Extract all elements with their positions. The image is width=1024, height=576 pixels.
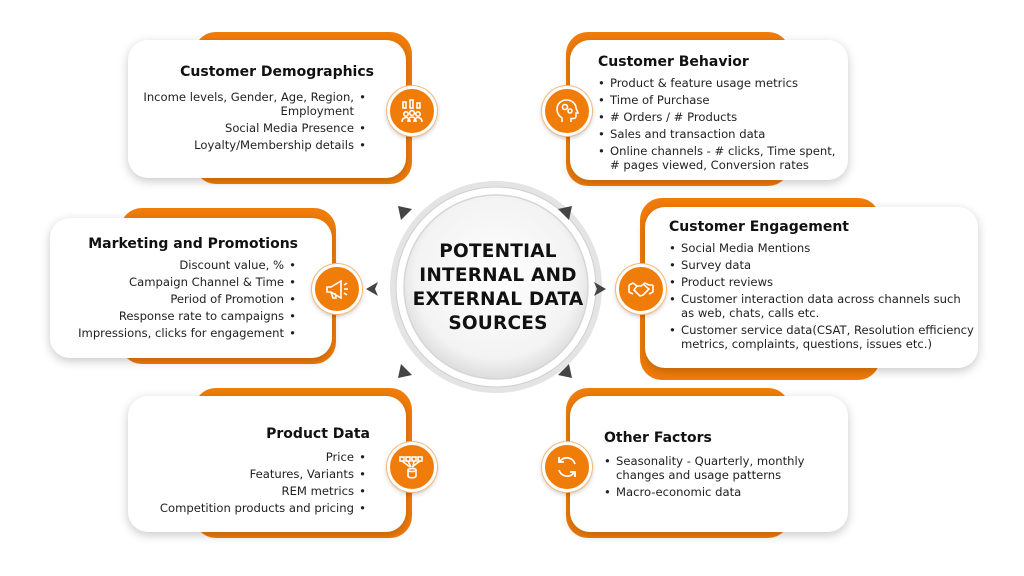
card-title: Product Data bbox=[266, 426, 370, 442]
list-item: Social Media Presence bbox=[142, 121, 366, 135]
card-title: Customer Engagement bbox=[669, 219, 850, 235]
list-item: Response rate to campaigns bbox=[60, 309, 296, 323]
list-item: Sales and transaction data bbox=[598, 127, 838, 141]
list-item: Macro-economic data bbox=[604, 485, 838, 499]
card-marketing: Marketing and Promotions Discount value,… bbox=[50, 218, 332, 358]
card-other: Other Factors Seasonality - Quarterly, m… bbox=[570, 396, 848, 532]
list-item: Time of Purchase bbox=[598, 93, 838, 107]
list-item: Features, Variants bbox=[142, 467, 366, 481]
product-flow-icon bbox=[387, 442, 437, 492]
list-item: Period of Promotion bbox=[60, 292, 296, 306]
list-item: Product reviews bbox=[669, 275, 974, 289]
arrow-up-left-icon bbox=[398, 206, 412, 220]
list-item: Survey data bbox=[669, 258, 974, 272]
list-item: Online channels - # clicks, Time spent, … bbox=[598, 144, 838, 172]
list-item: Discount value, % bbox=[60, 258, 296, 272]
people-chart-icon bbox=[387, 86, 437, 136]
arrow-right-icon bbox=[594, 282, 606, 296]
card-demographics: Customer Demographics Income levels, Gen… bbox=[128, 40, 406, 178]
arrow-left-icon bbox=[366, 282, 378, 296]
card-list: Discount value, % Campaign Channel & Tim… bbox=[60, 258, 296, 340]
handshake-icon bbox=[616, 264, 666, 314]
list-item: Customer service data(CSAT, Resolution e… bbox=[669, 323, 974, 351]
center-title: POTENTIAL INTERNAL AND EXTERNAL DATA SOU… bbox=[412, 241, 584, 334]
center-ring bbox=[390, 181, 602, 393]
list-item: Competition products and pricing bbox=[142, 501, 366, 515]
list-item: Campaign Channel & Time bbox=[60, 275, 296, 289]
card-title: Customer Demographics bbox=[180, 64, 374, 80]
card-title: Marketing and Promotions bbox=[88, 236, 298, 252]
megaphone-icon bbox=[312, 264, 362, 314]
list-item: REM metrics bbox=[142, 484, 366, 498]
card-behavior: Customer Behavior Product & feature usag… bbox=[570, 40, 848, 180]
card-list: Product & feature usage metrics Time of … bbox=[598, 76, 838, 172]
card-list: Income levels, Gender, Age, Region, Empl… bbox=[142, 90, 366, 152]
list-item: # Orders / # Products bbox=[598, 110, 838, 124]
card-list: Social Media Mentions Survey data Produc… bbox=[669, 241, 974, 351]
list-item: Loyalty/Membership details bbox=[142, 138, 366, 152]
head-gears-icon bbox=[542, 86, 592, 136]
list-item: Customer interaction data across channel… bbox=[669, 292, 974, 320]
card-title: Customer Behavior bbox=[598, 54, 749, 70]
list-item: Seasonality - Quarterly, monthly changes… bbox=[604, 454, 838, 482]
card-list: Seasonality - Quarterly, monthly changes… bbox=[604, 454, 838, 499]
arrow-down-right-icon bbox=[558, 364, 572, 378]
card-engagement: Customer Engagement Social Media Mention… bbox=[645, 207, 978, 368]
card-list: Price Features, Variants REM metrics Com… bbox=[142, 450, 366, 515]
list-item: Social Media Mentions bbox=[669, 241, 974, 255]
list-item: Product & feature usage metrics bbox=[598, 76, 838, 90]
list-item: Income levels, Gender, Age, Region, Empl… bbox=[142, 90, 366, 118]
list-item: Price bbox=[142, 450, 366, 464]
arrow-up-right-icon bbox=[558, 206, 572, 220]
cycle-arrows-icon bbox=[542, 442, 592, 492]
list-item: Impressions, clicks for engagement bbox=[60, 326, 296, 340]
arrow-down-left-icon bbox=[398, 364, 412, 378]
card-title: Other Factors bbox=[604, 430, 712, 446]
card-product: Product Data Price Features, Variants RE… bbox=[128, 396, 406, 532]
